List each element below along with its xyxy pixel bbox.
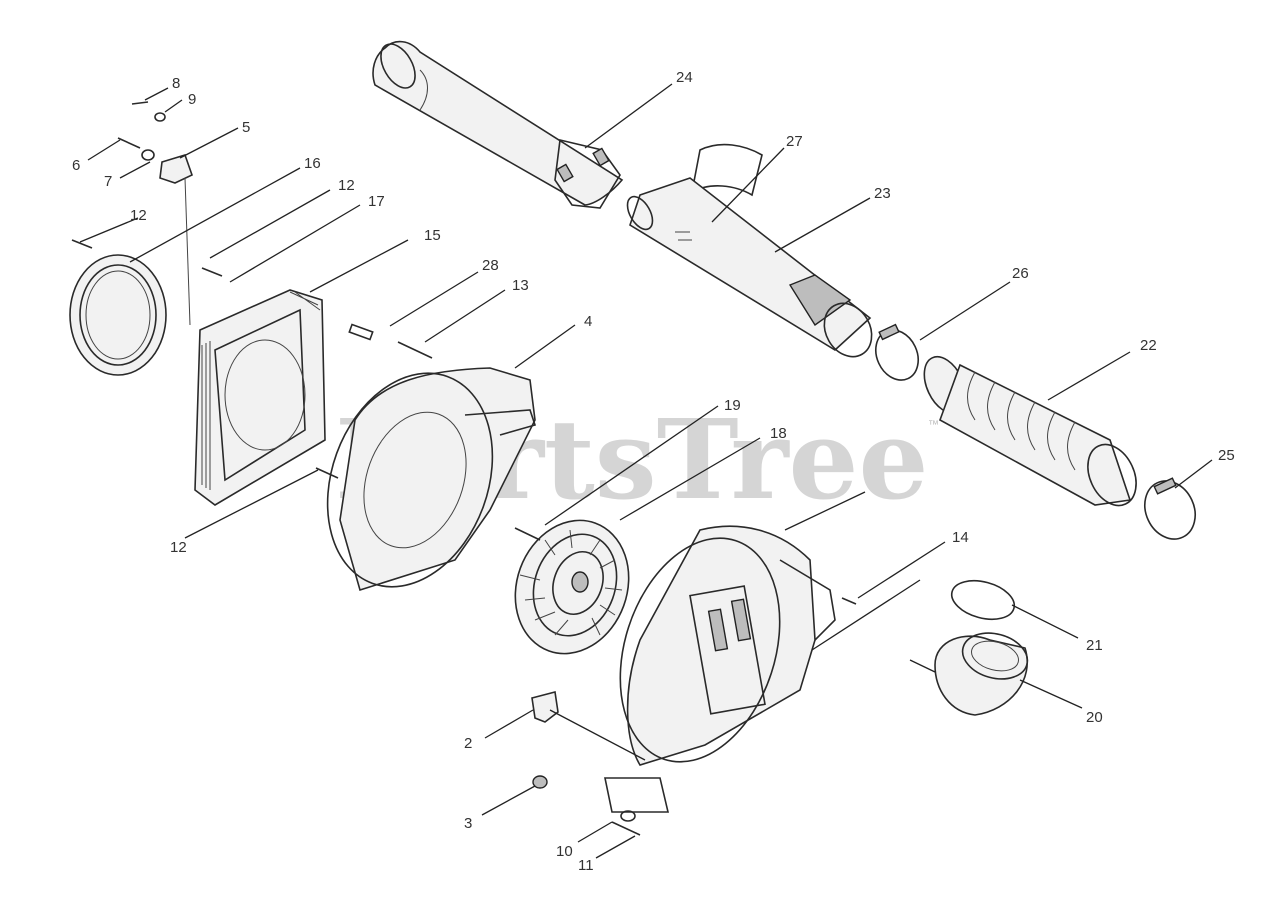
callout-26: 26 <box>1012 265 1029 282</box>
part-hose-clamp-upper <box>875 323 919 381</box>
callout-25: 25 <box>1218 447 1235 464</box>
part-fan-housing <box>619 525 836 766</box>
callout-18: 18 <box>770 425 787 442</box>
callout-19: 19 <box>724 397 741 414</box>
callout-27: 27 <box>786 133 803 150</box>
callout-12-left: 12 <box>130 207 147 224</box>
callout-23: 23 <box>874 185 891 202</box>
watermark-trademark: ™ <box>928 419 939 431</box>
part-blower-tube <box>372 40 624 209</box>
callout-7: 7 <box>104 173 112 190</box>
leader-lines <box>79 83 1213 859</box>
part-outlet-elbow <box>934 632 1029 716</box>
callout-15: 15 <box>424 227 441 244</box>
callout-24: 24 <box>676 69 693 86</box>
callout-10: 10 <box>556 843 573 860</box>
callout-14: 14 <box>952 529 969 546</box>
part-switch-assembly <box>117 101 193 326</box>
callout-6: 6 <box>72 157 80 174</box>
callout-28: 28 <box>482 257 499 274</box>
part-hose-clamp-lower <box>1144 477 1196 540</box>
callout-labels: 24 27 23 26 22 25 8 9 5 6 7 16 12 17 12 … <box>72 69 1235 874</box>
callout-13: 13 <box>512 277 529 294</box>
callout-8: 8 <box>172 75 180 92</box>
part-intake-grille <box>194 289 326 506</box>
callout-20: 20 <box>1086 709 1103 726</box>
callout-3: 3 <box>464 815 472 832</box>
callout-22: 22 <box>1140 337 1157 354</box>
part-hardware-lower <box>531 691 670 836</box>
callout-2: 2 <box>464 735 472 752</box>
callout-12-bottom: 12 <box>170 539 187 556</box>
callout-17: 17 <box>368 193 385 210</box>
part-intake-ring <box>69 254 167 376</box>
part-outlet-o-ring <box>950 579 1016 621</box>
part-fan-cover <box>326 367 537 592</box>
part-inner-tube <box>626 177 873 358</box>
callout-4: 4 <box>584 313 592 330</box>
part-label-sticker <box>690 143 763 197</box>
callout-16: 16 <box>304 155 321 172</box>
callout-5: 5 <box>242 119 250 136</box>
part-impeller-fan <box>514 519 630 655</box>
callout-11: 11 <box>578 857 594 874</box>
callout-21: 21 <box>1086 637 1103 654</box>
callout-12-top: 12 <box>338 177 355 194</box>
part-screws <box>71 239 857 605</box>
callout-9: 9 <box>188 91 196 108</box>
part-flex-hose <box>923 355 1137 507</box>
